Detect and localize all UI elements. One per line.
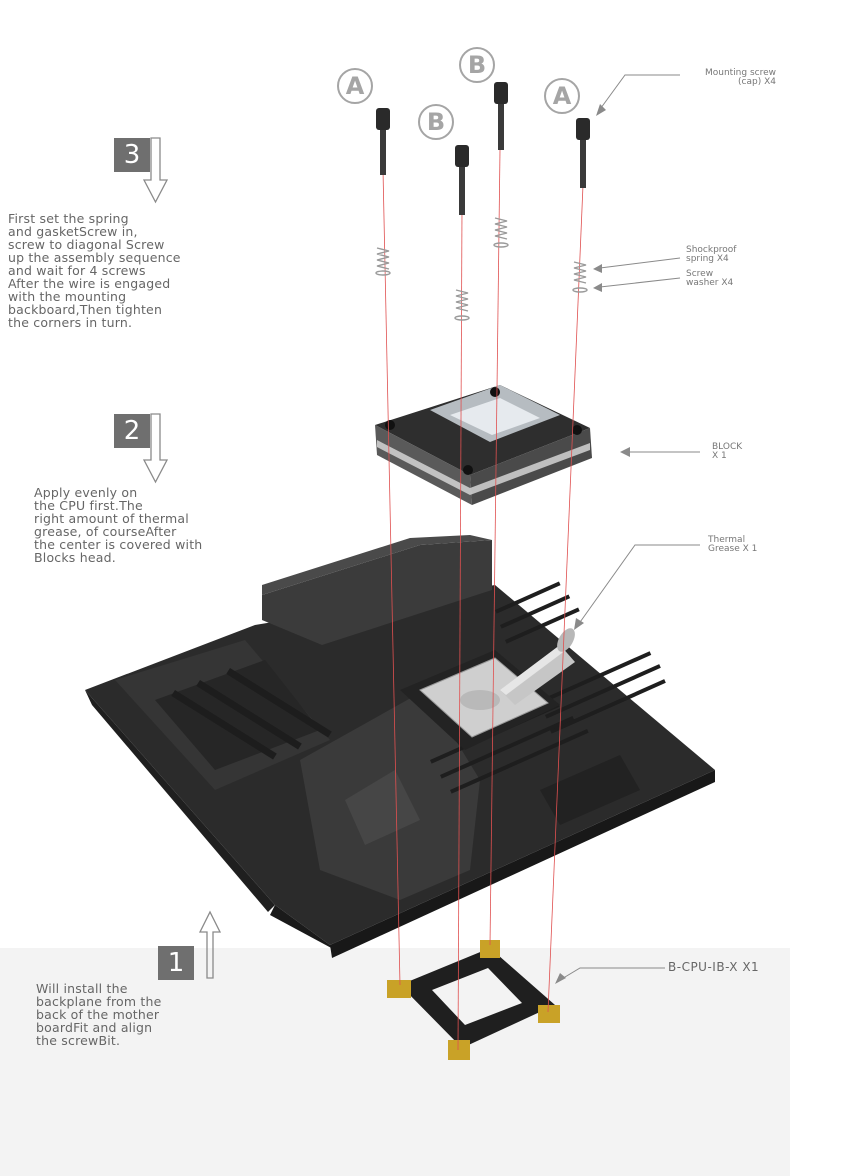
thermal-grease-tube bbox=[500, 628, 575, 705]
callout-block: BLOCK X 1 bbox=[712, 442, 743, 461]
callout-leaders bbox=[559, 74, 700, 981]
motherboard bbox=[85, 535, 715, 958]
marker-b-left: B bbox=[418, 104, 454, 140]
springs bbox=[375, 217, 588, 321]
arrow-down-icon bbox=[142, 413, 169, 484]
marker-a-left: A bbox=[337, 68, 373, 104]
step-2-number: 2 bbox=[114, 414, 150, 448]
callout-mounting-screw: Mounting screw (cap) X4 bbox=[704, 68, 776, 87]
step-3-text: First set the spring and gasketScrew in,… bbox=[8, 211, 181, 330]
marker-b-top: B bbox=[459, 47, 495, 83]
callout-screw-washer: Screw washer X4 bbox=[686, 269, 734, 288]
callout-arrowheads bbox=[555, 104, 630, 984]
marker-a-right: A bbox=[544, 78, 580, 114]
callout-shockproof-spring: Shockproof spring X4 bbox=[686, 245, 737, 264]
backplate-label: B-CPU-IB-X X1 bbox=[668, 960, 760, 974]
backplate-bracket bbox=[387, 940, 560, 1060]
mounting-screws bbox=[376, 82, 590, 215]
arrow-down-icon bbox=[142, 137, 169, 204]
step-3-number: 3 bbox=[114, 138, 150, 172]
step-1-text: Will install the backplane from the back… bbox=[36, 981, 162, 1048]
step-2-text: Apply evenly on the CPU first.The right … bbox=[34, 485, 203, 565]
alignment-lines bbox=[382, 149, 584, 1051]
step-1-number: 1 bbox=[158, 946, 194, 980]
callout-thermal-grease: Thermal Grease X 1 bbox=[708, 535, 758, 554]
arrow-up-icon bbox=[198, 910, 222, 979]
water-block bbox=[375, 385, 592, 505]
